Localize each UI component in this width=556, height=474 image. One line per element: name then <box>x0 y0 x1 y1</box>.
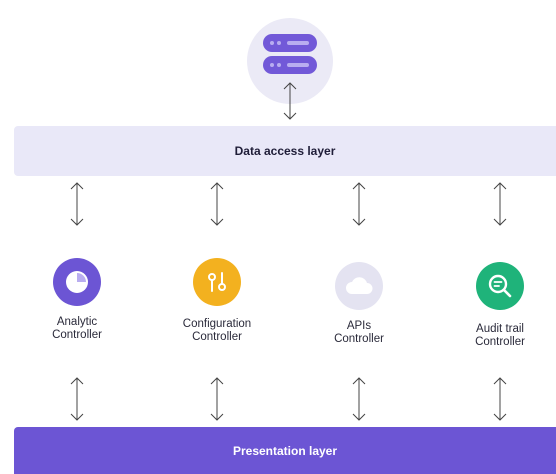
controller-label-line2: Controller <box>475 336 525 348</box>
controller-label-line2: Controller <box>52 329 102 341</box>
double-arrow-icon <box>210 377 224 421</box>
settings-toggle-icon <box>193 258 241 306</box>
data-access-layer: Data access layer <box>14 126 556 176</box>
double-arrow-icon <box>70 377 84 421</box>
data-access-layer-label: Data access layer <box>234 144 336 158</box>
pie-chart-icon <box>53 258 101 306</box>
double-arrow-icon <box>70 182 84 226</box>
apis-controller-label: APIs Controller <box>299 320 419 346</box>
controller-label-line2: Controller <box>334 333 384 345</box>
cloud-icon <box>335 262 383 310</box>
double-arrow-icon <box>493 182 507 226</box>
double-arrow-icon <box>283 82 297 120</box>
audit-trail-controller-label: Audit trail Controller <box>440 323 556 349</box>
database-disk-bottom <box>263 56 317 74</box>
double-arrow-icon <box>352 182 366 226</box>
controller-label-line2: Controller <box>192 331 242 343</box>
search-document-icon <box>476 262 524 310</box>
controller-label-line1: Configuration <box>182 318 252 330</box>
controller-label-line1: Audit trail <box>476 323 524 335</box>
double-arrow-icon <box>210 182 224 226</box>
double-arrow-icon <box>493 377 507 421</box>
database-disk-top <box>263 34 317 52</box>
controller-label-line1: APIs <box>346 320 372 332</box>
configuration-controller-label: Configuration Controller <box>157 318 277 344</box>
controller-label-line1: Analytic <box>56 316 98 328</box>
double-arrow-icon <box>352 377 366 421</box>
presentation-layer: Presentation layer <box>14 427 556 474</box>
presentation-layer-label: Presentation layer <box>232 443 338 458</box>
analytic-controller-label: Analytic Controller <box>17 316 137 342</box>
